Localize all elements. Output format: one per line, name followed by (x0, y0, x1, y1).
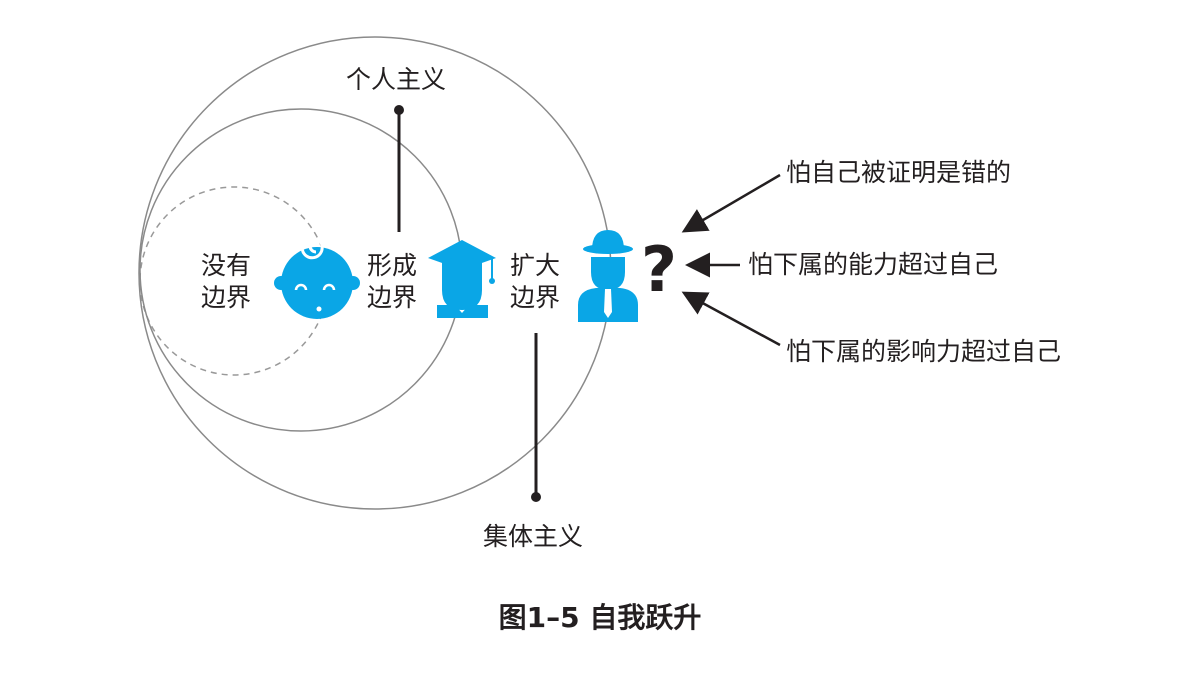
arrow-1 (681, 173, 781, 233)
label-line: 扩大 (510, 251, 561, 280)
expand-boundary-label: 扩大 边界 (510, 250, 560, 314)
question-mark: ? (641, 233, 677, 306)
graduate-icon (428, 240, 496, 318)
businessman-icon (578, 230, 638, 322)
fear-2: 怕下属的能力超过自己 (748, 250, 999, 279)
fear-3: 怕下属的影响力超过自己 (786, 337, 1062, 366)
label-line: 边界 (201, 283, 252, 312)
figure-caption: 图1–5 自我跃升 (498, 601, 702, 634)
collectivism-label: 集体主义 (483, 522, 584, 551)
label-line: 形成 (367, 251, 418, 280)
fear-1: 怕自己被证明是错的 (786, 158, 1012, 187)
arrow-3 (681, 291, 781, 347)
baby-icon (274, 236, 360, 319)
individualism-dot (394, 105, 404, 115)
form-boundary-label: 形成 边界 (367, 250, 417, 314)
collectivism-dot (531, 492, 541, 502)
label-line: 边界 (367, 283, 418, 312)
no-boundary-label: 没有 边界 (201, 250, 251, 314)
label-line: 边界 (510, 283, 561, 312)
individualism-label: 个人主义 (346, 65, 447, 94)
label-line: 没有 (201, 251, 252, 280)
